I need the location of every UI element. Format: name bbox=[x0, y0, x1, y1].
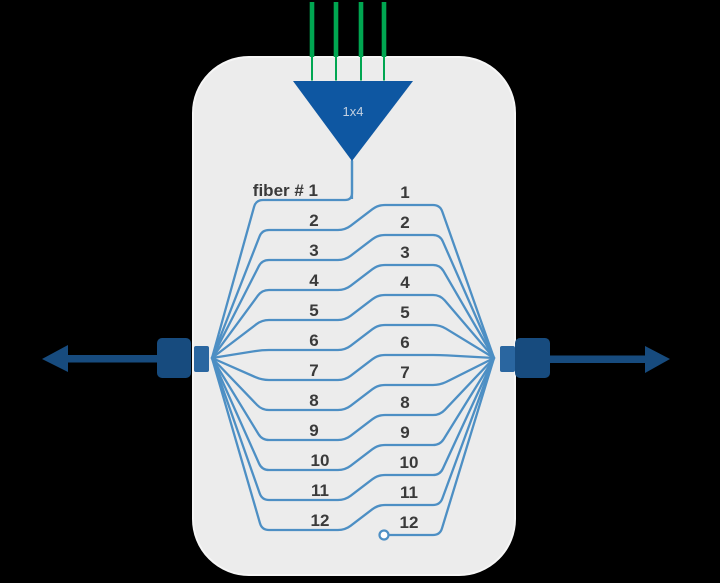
fiber-label-right-8: 8 bbox=[400, 393, 409, 412]
fiber-label-right-11: 11 bbox=[400, 483, 418, 502]
right-connector bbox=[500, 338, 670, 378]
fiber-label-right-7: 7 bbox=[400, 363, 409, 382]
fiber-path-4 bbox=[210, 263, 496, 360]
splitter-label: 1x4 bbox=[343, 104, 364, 119]
fiber-label-left-7: 7 bbox=[309, 361, 318, 380]
fiber-path-2 bbox=[210, 203, 496, 360]
left-connector bbox=[42, 338, 209, 378]
fiber-label-left-12: 12 bbox=[311, 511, 330, 530]
left-trunk-cable bbox=[62, 355, 160, 363]
fiber-label-left-8: 8 bbox=[309, 391, 318, 410]
splitter-input-fibers bbox=[309, 2, 387, 81]
fiber-label-right-5: 5 bbox=[400, 303, 409, 322]
fiber-label-right-4: 4 bbox=[400, 273, 410, 292]
fiber-label-right-9: 9 bbox=[400, 423, 409, 442]
fiber-label-left-4: 4 bbox=[309, 271, 319, 290]
fiber-label-left-3: 3 bbox=[309, 241, 318, 260]
left-connector-ferrule bbox=[194, 346, 209, 372]
fiber-label-right-1: 1 bbox=[400, 183, 409, 202]
fiber-label-right-12: 12 bbox=[400, 513, 419, 532]
fiber-path-7 bbox=[210, 353, 496, 382]
fiber-label-right-2: 2 bbox=[400, 213, 409, 232]
fiber-path-3 bbox=[210, 233, 496, 360]
fiber-label-right-3: 3 bbox=[400, 243, 409, 262]
fiber-path-5 bbox=[210, 293, 496, 360]
fiber-label-left-2: 2 bbox=[309, 211, 318, 230]
splitter-icon bbox=[293, 81, 413, 161]
right-connector-ferrule bbox=[500, 346, 515, 372]
fiber-path-12 bbox=[210, 356, 496, 532]
fiber-paths bbox=[210, 159, 496, 537]
fiber-path-9 bbox=[210, 356, 496, 442]
fiber-label-left-11: 11 bbox=[311, 481, 329, 500]
left-arrow-icon bbox=[42, 345, 68, 372]
fiber-label-left-9: 9 bbox=[309, 421, 318, 440]
fiber-label-left-10: 10 bbox=[311, 451, 330, 470]
right-connector-body bbox=[515, 338, 550, 378]
fiber-path-10 bbox=[210, 356, 496, 472]
fiber-path-11 bbox=[210, 356, 496, 502]
fiber-path-right-12-stub bbox=[388, 356, 496, 537]
fiber-label-left-6: 6 bbox=[309, 331, 318, 350]
fiber-path-8 bbox=[210, 356, 496, 412]
fiber-label-left-5: 5 bbox=[309, 301, 318, 320]
right-arrow-icon bbox=[645, 346, 670, 373]
fiber-label-left-1: fiber # 1 bbox=[253, 181, 318, 200]
unterminated-fiber-marker bbox=[378, 529, 390, 541]
right-trunk-cable bbox=[548, 355, 648, 363]
fiber-label-right-10: 10 bbox=[400, 453, 419, 472]
left-connector-body bbox=[157, 338, 191, 378]
fiber-label-right-6: 6 bbox=[400, 333, 409, 352]
fiber-path-6 bbox=[210, 323, 496, 360]
